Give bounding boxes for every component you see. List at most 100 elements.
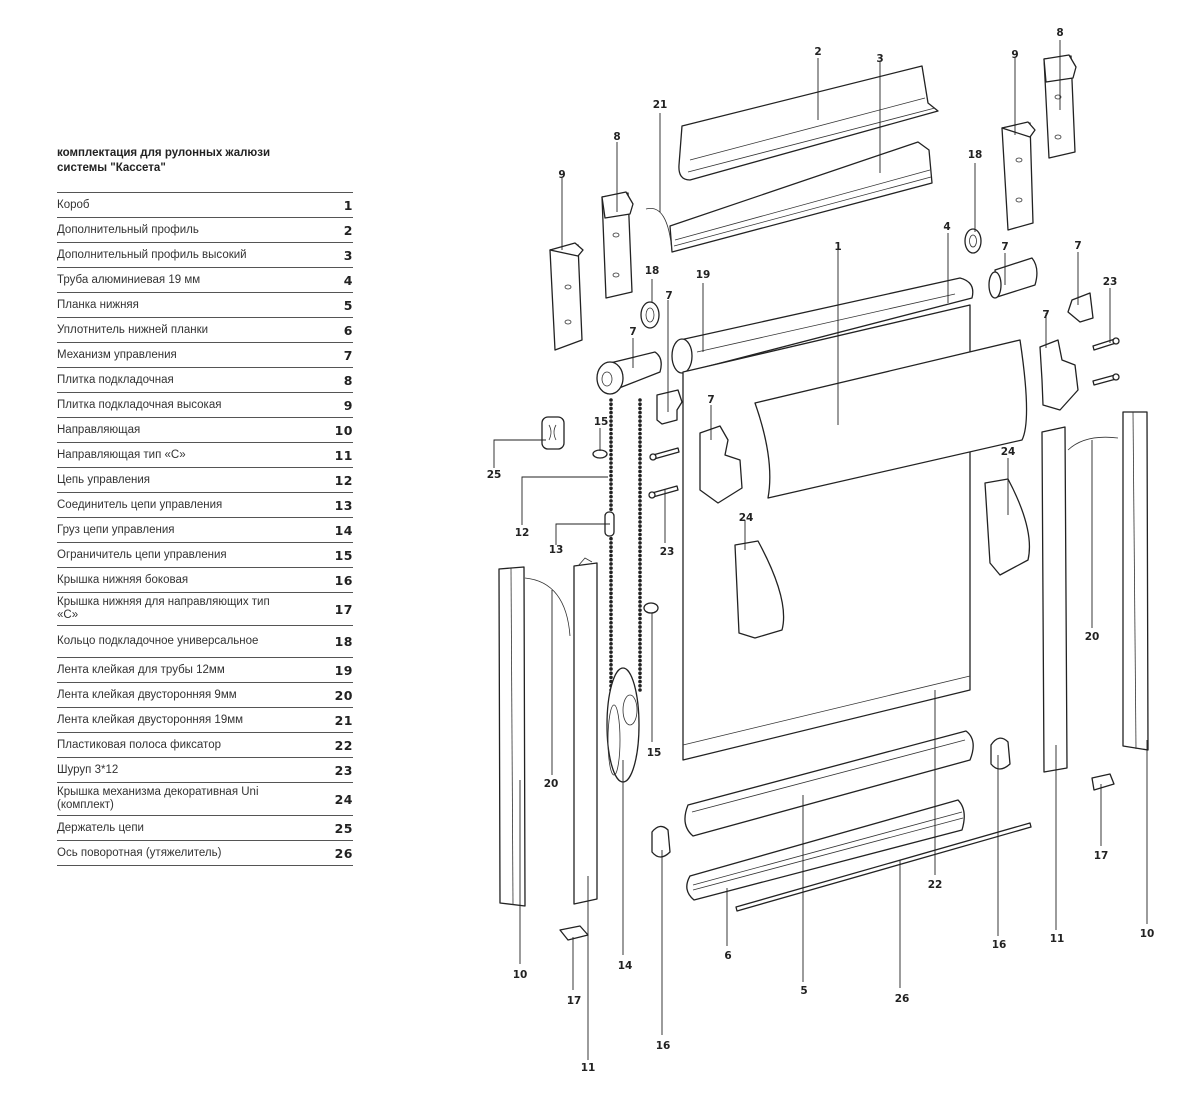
callout-4: 4 <box>943 221 950 233</box>
chain-bead <box>609 633 613 638</box>
chain-bead <box>609 490 613 495</box>
part-21-adhesive-tape <box>645 207 673 253</box>
part-10-guide-left <box>498 566 526 907</box>
chain-bead <box>609 667 613 671</box>
chain-bead <box>638 599 642 604</box>
chain-bead <box>638 612 642 617</box>
chain-bead <box>609 541 613 545</box>
chain-bead <box>609 469 613 474</box>
legend-part-number: 2 <box>343 222 353 238</box>
legend-part-number: 1 <box>343 197 353 213</box>
legend-row: Дополнительный профиль высокий 3 <box>57 243 353 268</box>
part-23-screws-right <box>1092 337 1120 386</box>
chain-bead <box>609 545 613 549</box>
legend-part-number: 7 <box>343 347 353 363</box>
chain-bead <box>638 604 642 608</box>
legend-part-number: 14 <box>334 522 353 538</box>
chain-bead <box>638 557 642 562</box>
chain-bead <box>638 591 642 596</box>
callout-24-left: 24 <box>739 512 754 524</box>
legend-part-name: Направляющая тип «С» <box>57 448 186 461</box>
legend-part-name: Дополнительный профиль высокий <box>57 248 247 261</box>
callout-15-top: 15 <box>594 416 609 428</box>
leader-lines <box>493 40 1148 1060</box>
callout-23-left: 23 <box>660 546 675 558</box>
chain-bead <box>609 415 613 419</box>
chain-bead <box>638 499 642 503</box>
callout-labels: 1 2 3 4 5 6 7 7 7 7 7 7 8 8 9 9 10 10 11… <box>487 27 1155 1074</box>
callout-9-right: 9 <box>1011 49 1018 61</box>
chain-bead <box>638 427 642 432</box>
part-24-decorative-cover-right <box>984 478 1031 576</box>
chain-bead <box>638 587 642 591</box>
chain-bead <box>609 650 613 654</box>
chain-bead <box>638 671 642 675</box>
part-7-mechanism-left <box>699 425 743 504</box>
part-17-bottom-cap-right <box>1091 773 1115 791</box>
callout-17-left: 17 <box>567 995 582 1007</box>
part-2-additional-profile <box>678 65 939 181</box>
chain-bead <box>638 528 642 533</box>
legend-title-line1: комплектация для рулонных жалюзи <box>57 147 271 159</box>
callout-15-bottom: 15 <box>647 747 662 759</box>
chain-bead <box>638 536 642 541</box>
legend-part-number: 3 <box>343 247 353 263</box>
chain-bead <box>638 566 642 570</box>
legend-part-name: Кольцо подкладочное универсальное <box>57 635 259 647</box>
legend-part-number: 16 <box>334 572 353 588</box>
callout-6: 6 <box>724 950 731 962</box>
legend-part-number: 6 <box>343 322 353 338</box>
callout-16-left: 16 <box>656 1040 671 1052</box>
callout-12: 12 <box>515 527 530 539</box>
chain-bead <box>609 574 613 579</box>
chain-bead <box>638 608 642 612</box>
chain-bead <box>609 402 613 407</box>
legend-part-name: Шуруп 3*12 <box>57 763 119 776</box>
chain-bead <box>638 629 642 633</box>
chain-bead <box>638 410 642 415</box>
chain-bead <box>638 507 642 512</box>
chain-bead <box>638 473 642 478</box>
callout-7-small-left: 7 <box>665 290 672 302</box>
chain-bead <box>638 515 642 520</box>
chain-bead <box>638 452 642 457</box>
part-18-washer-left <box>640 301 660 329</box>
chain-bead <box>609 562 613 566</box>
legend-part-name: Лента клейкая для трубы 12мм <box>57 663 225 676</box>
chain-bead <box>638 578 642 583</box>
legend-part-number: 24 <box>334 791 353 807</box>
chain-bead <box>638 486 642 491</box>
chain-bead <box>638 440 642 444</box>
chain-bead <box>609 452 613 457</box>
part-26-weight-axle <box>735 822 1032 912</box>
callout-3: 3 <box>876 53 883 65</box>
callout-1: 1 <box>834 241 841 253</box>
parts-legend: комплектация для рулонных жалюзи системы… <box>57 146 353 866</box>
chain-bead <box>638 503 642 507</box>
part-6-bottom-bar-seal <box>686 799 965 901</box>
legend-part-name: Ось поворотная (утяжелитель) <box>57 846 222 859</box>
chain-bead <box>638 398 642 402</box>
chain-bead <box>638 532 642 537</box>
chain-bead <box>638 549 642 554</box>
legend-part-number: 17 <box>334 601 353 617</box>
chain-bead <box>609 494 613 499</box>
chain-bead <box>638 625 642 629</box>
chain-bead <box>638 469 642 474</box>
chain-bead <box>638 637 642 642</box>
chain-bead <box>609 536 613 541</box>
callout-18-right: 18 <box>968 149 983 161</box>
chain-bead <box>609 625 613 629</box>
chain-bead <box>638 402 642 407</box>
chain-bead <box>609 671 613 675</box>
chain-bead <box>609 654 613 659</box>
chain-bead <box>638 662 642 667</box>
part-7-mechanism-plug-left <box>596 351 662 395</box>
chain-bead <box>609 629 613 633</box>
chain-bead <box>609 444 613 449</box>
callout-7-plug-left: 7 <box>629 326 636 338</box>
